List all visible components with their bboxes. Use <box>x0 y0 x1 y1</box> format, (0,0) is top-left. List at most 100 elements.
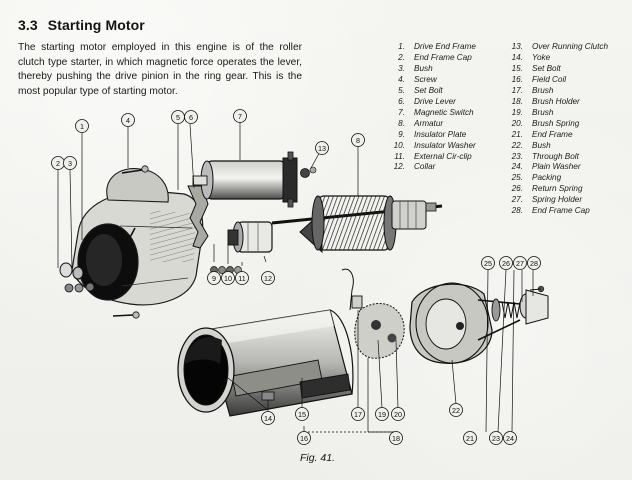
armature <box>271 195 443 254</box>
part-name: Through Bolt <box>532 151 579 161</box>
rear-end-frame <box>409 282 521 364</box>
svg-text:15: 15 <box>298 410 306 419</box>
part-row: 19. Brush <box>505 108 629 119</box>
intro-paragraph: The starting motor employed in this engi… <box>18 42 302 97</box>
callout-8: 8 <box>351 133 365 147</box>
svg-text:16: 16 <box>300 434 308 443</box>
section-number: 3.3 <box>18 17 38 33</box>
part-number: 9. <box>398 129 405 139</box>
part-number: 13. <box>511 42 523 51</box>
part-number: 4. <box>398 74 405 84</box>
svg-text:2: 2 <box>56 159 60 168</box>
part-number: 16. <box>511 74 523 84</box>
svg-text:21: 21 <box>466 434 474 443</box>
part-row: 7.Magnetic Switch <box>387 108 507 119</box>
callout-10: 10 <box>221 271 235 285</box>
part-number: 19. <box>511 107 523 117</box>
part-row: 22.Bush <box>505 141 629 152</box>
part-name: External Cir-clip <box>414 151 472 161</box>
callout-18: 18 <box>389 431 403 445</box>
callout-4: 4 <box>121 113 135 127</box>
part-name: Set Bolt <box>414 85 443 95</box>
section-title: Starting Motor <box>47 17 145 33</box>
part-number: 14. <box>511 52 523 62</box>
part-number: 18. <box>511 96 523 106</box>
part-name: Set Bolt <box>532 63 561 73</box>
part-name: Return Spring <box>532 184 583 194</box>
callout-22: 22 <box>449 403 463 417</box>
magnetic-switch <box>192 151 317 208</box>
part-name: Insulator Washer <box>414 140 476 150</box>
part-row: 21.End Frame <box>505 130 629 141</box>
end-frame-cap-assembly <box>491 285 549 325</box>
svg-text:13: 13 <box>318 144 326 153</box>
callout-24: 24 <box>503 431 517 445</box>
end-frame-cap-and-bush <box>59 262 95 293</box>
part-name: Collar <box>414 162 436 172</box>
part-row: 24.Plain Washer <box>505 162 629 173</box>
part-row: 11. External Cir-clip <box>387 152 507 163</box>
part-name: Brush <box>532 107 554 117</box>
part-name: Field Coil <box>532 74 567 84</box>
callout-20: 20 <box>391 407 405 421</box>
callout-16: 16 <box>297 431 311 445</box>
part-row: 28. End Frame Cap <box>505 206 629 217</box>
part-name: Over Running Clutch <box>532 42 608 51</box>
part-number: 7. <box>398 107 405 117</box>
svg-text:25: 25 <box>484 259 492 268</box>
svg-text:10: 10 <box>224 274 232 283</box>
part-number: 25. <box>511 173 523 183</box>
svg-text:3: 3 <box>68 159 72 168</box>
callout-13: 13 <box>315 141 329 155</box>
part-row: 5.Set Bolt <box>387 86 507 97</box>
svg-text:28: 28 <box>530 259 538 268</box>
svg-text:20: 20 <box>394 410 402 419</box>
part-number: 10. <box>393 140 405 150</box>
callout-2: 2 <box>51 156 65 170</box>
part-number: 12. <box>393 162 405 172</box>
part-number: 28. <box>511 206 523 216</box>
part-name: Brush Spring <box>532 118 580 128</box>
svg-text:22: 22 <box>452 406 460 415</box>
part-row: 10. Insulator Washer <box>387 141 507 152</box>
part-name: Screw <box>414 74 437 84</box>
svg-text:14: 14 <box>264 414 272 423</box>
part-row: 12. Collar <box>387 162 507 173</box>
callout-28: 28 <box>527 256 541 270</box>
callout-3: 3 <box>63 156 77 170</box>
over-running-clutch <box>210 221 273 274</box>
part-number: 23. <box>511 151 523 161</box>
svg-text:11: 11 <box>238 274 245 283</box>
part-row: 18. Brush Holder <box>505 97 629 108</box>
part-number: 2. <box>398 52 405 62</box>
part-number: 22. <box>511 140 523 150</box>
svg-text:27: 27 <box>516 259 524 268</box>
callout-1: 1 <box>75 119 89 133</box>
part-row: 26.Return Spring <box>505 184 629 195</box>
leader-lines <box>57 122 534 433</box>
svg-text:9: 9 <box>212 274 216 283</box>
callout-23: 23 <box>489 431 503 445</box>
svg-text:4: 4 <box>126 116 130 125</box>
part-row: 25. Packing <box>505 173 629 184</box>
callout-11: 11 <box>235 271 249 285</box>
part-name: End Frame Cap <box>532 206 590 216</box>
part-number: 3. <box>398 63 405 73</box>
part-number: 11. <box>394 151 405 161</box>
svg-text:7: 7 <box>238 112 242 121</box>
part-name: End Frame <box>532 129 573 139</box>
svg-text:26: 26 <box>502 259 510 268</box>
callouts: 1 2 3 4 5 6 7 8 9 10 11 12 13 14 15 16 1… <box>51 109 541 445</box>
callout-6: 6 <box>184 110 198 124</box>
callout-14: 14 <box>261 411 275 425</box>
part-row: 9.Insulator Plate <box>387 130 507 141</box>
part-row: 6.Drive Lever <box>387 97 507 108</box>
part-row: 2.End Frame Cap <box>387 53 507 64</box>
yoke <box>177 309 354 417</box>
part-name: Brush Holder <box>532 96 580 106</box>
callout-12: 12 <box>261 271 275 285</box>
part-row: 20.Brush Spring <box>505 119 629 130</box>
part-number: 8. <box>398 118 405 128</box>
part-name: Packing <box>532 173 562 183</box>
